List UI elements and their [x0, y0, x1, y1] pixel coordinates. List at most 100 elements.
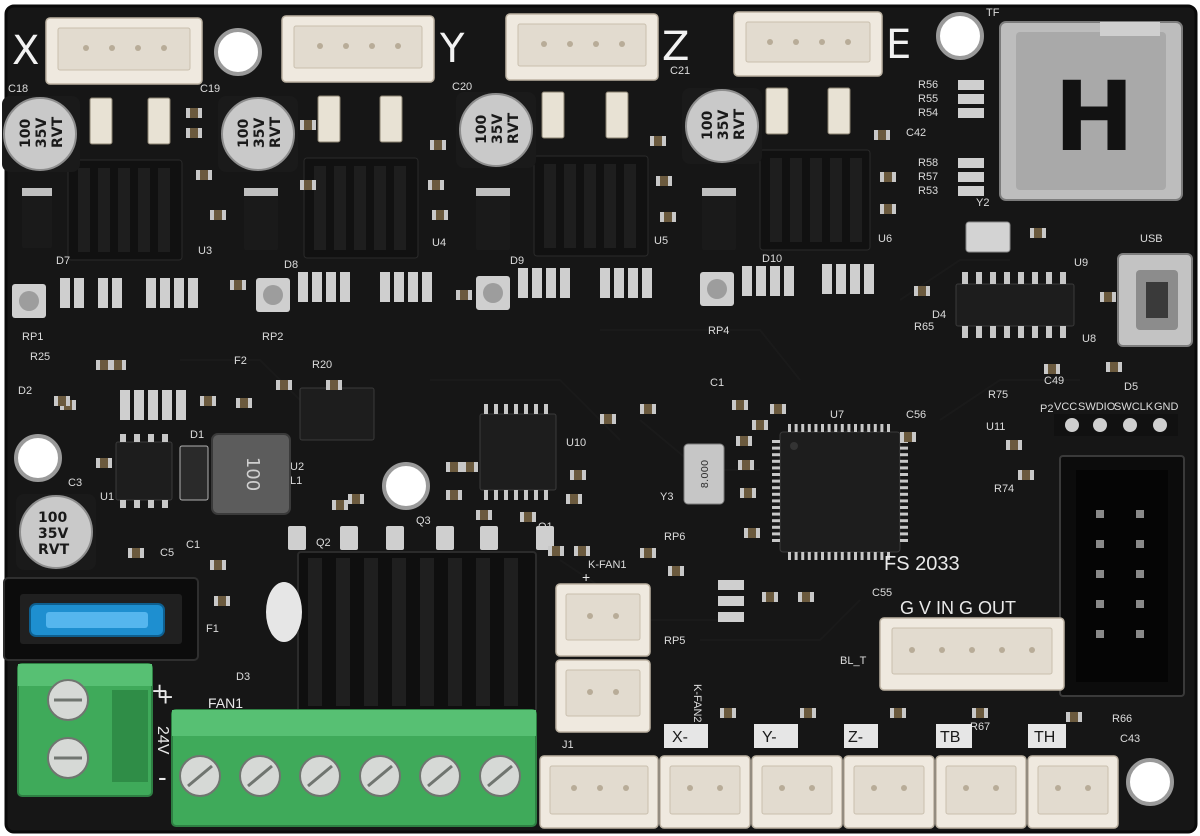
svg-text:35V: 35V	[252, 118, 268, 148]
svg-text:100: 100	[242, 457, 263, 491]
svg-text:D10: D10	[762, 253, 782, 265]
sd-label: TF	[986, 7, 1000, 19]
svg-text:U11: U11	[986, 421, 1005, 433]
bltouch-label: BL_T	[840, 655, 867, 667]
svg-text:R55: R55	[918, 93, 938, 105]
crystal-y3: 8.000	[683, 443, 725, 505]
ic-u2	[299, 387, 375, 441]
svg-text:C49: C49	[1044, 375, 1064, 387]
svg-text:U9: U9	[1074, 257, 1088, 269]
axis-label-y: Y	[439, 26, 465, 72]
svg-text:C20: C20	[452, 81, 472, 93]
bltouch-pin-labels: G V IN G OUT	[900, 598, 1016, 618]
electrolytic-capacitor	[2, 96, 80, 172]
svg-text:D2: D2	[18, 385, 32, 397]
mounting-hole	[214, 28, 262, 76]
endstop-x-label: X-	[672, 729, 688, 746]
endstop-label-boxes: X- Y- Z- TB TH	[664, 724, 1066, 748]
svg-text:35V: 35V	[716, 110, 732, 140]
cap-marking: 100 35V RVT	[38, 510, 70, 558]
bltouch-connector	[879, 617, 1065, 691]
svg-text:C1: C1	[710, 377, 724, 389]
svg-text:35V: 35V	[34, 118, 50, 148]
svg-text:Y3: Y3	[660, 491, 673, 503]
svg-text:Q3: Q3	[416, 515, 431, 527]
svg-text:100: 100	[700, 111, 716, 140]
thermistor-bead	[266, 582, 302, 642]
trimpots	[12, 272, 734, 318]
k-fan1-plus: +	[582, 569, 590, 585]
svg-text:D5: D5	[1124, 381, 1138, 393]
k-fan2-connector	[555, 659, 651, 733]
k-fan2-label: K-FAN2	[691, 684, 703, 723]
electrolytic-capacitor	[16, 494, 96, 570]
svg-text:C21: C21	[670, 65, 690, 77]
blade-fuse	[3, 577, 199, 661]
svg-text:U2: U2	[290, 461, 304, 473]
electrolytic-capacitor	[218, 96, 298, 172]
svg-text:100: 100	[236, 119, 252, 148]
svg-text:L1: L1	[290, 475, 302, 487]
electrolytic-capacitor	[682, 88, 762, 164]
svg-text:R65: R65	[914, 321, 934, 333]
svg-text:R25: R25	[30, 351, 50, 363]
mosfet-heatsink	[297, 551, 537, 713]
svg-text:P2: P2	[1040, 403, 1053, 415]
power-plus: +	[152, 676, 167, 706]
motor-connector-z	[505, 13, 659, 81]
diode-d1	[179, 445, 209, 501]
svg-text:VCC: VCC	[1054, 401, 1077, 413]
endstop-z-label: Z-	[848, 729, 863, 746]
svg-text:D8: D8	[284, 259, 298, 271]
thermistor-th-label: TH	[1034, 729, 1055, 746]
svg-text:35V: 35V	[38, 526, 68, 542]
svg-text:R54: R54	[918, 107, 938, 119]
bottom-connectors	[539, 755, 1119, 829]
svg-text:D1: D1	[190, 429, 204, 441]
sense-resistors	[89, 87, 851, 145]
k-fan1-connector	[555, 583, 651, 657]
k-fan1-label: K-FAN1	[588, 559, 627, 571]
electrolytic-capacitor	[456, 92, 536, 168]
svg-text:C56: C56	[906, 409, 926, 421]
svg-text:U7: U7	[830, 409, 844, 421]
svg-text:U8: U8	[1082, 333, 1096, 345]
axis-label-x: X	[12, 28, 39, 74]
svg-text:Q2: Q2	[316, 537, 331, 549]
cap-marking: 100 35V RVT	[474, 112, 522, 144]
thermistor-tb-label: TB	[940, 729, 960, 746]
svg-text:RVT: RVT	[50, 116, 66, 148]
axis-label-e: E	[886, 22, 911, 68]
crystal-y2	[965, 221, 1011, 253]
svg-text:J1: J1	[562, 739, 574, 751]
svg-text:R75: R75	[988, 389, 1008, 401]
fan1-label: FAN1	[208, 695, 243, 711]
svg-text:R20: R20	[312, 359, 332, 371]
handwritten-mark: H	[1054, 61, 1134, 173]
svg-text:D9: D9	[510, 255, 524, 267]
silkscreen-labels: C18 C19 C20 C21 U3 U4 U5 U6 RP1 RP2 RP4 …	[8, 65, 1140, 751]
fan-plus: +	[158, 682, 173, 712]
output-terminal-block	[171, 709, 537, 827]
endstop-y-label: Y-	[762, 729, 777, 746]
svg-text:RP6: RP6	[664, 531, 685, 543]
svg-text:C42: C42	[906, 127, 926, 139]
usb-bridge-ic	[955, 272, 1075, 338]
svg-text:RVT: RVT	[506, 112, 522, 144]
svg-text:F1: F1	[206, 623, 219, 635]
svg-text:R58: R58	[918, 157, 938, 169]
svg-text:35V: 35V	[490, 114, 506, 144]
cap-marking: 100 35V RVT	[700, 108, 748, 140]
svg-text:R56: R56	[918, 79, 938, 91]
stepper-driver-heatsink	[759, 149, 871, 251]
svg-text:R57: R57	[918, 171, 938, 183]
svg-text:R66: R66	[1112, 713, 1132, 725]
svg-text:C55: C55	[872, 587, 892, 599]
svg-text:D4: D4	[932, 309, 946, 321]
svg-text:100: 100	[38, 510, 67, 526]
svg-text:F2: F2	[234, 355, 247, 367]
svg-text:U5: U5	[654, 235, 668, 247]
ic-u1	[115, 434, 173, 508]
cap-marking: 100 35V RVT	[18, 116, 66, 148]
svg-text:D3: D3	[236, 671, 250, 683]
